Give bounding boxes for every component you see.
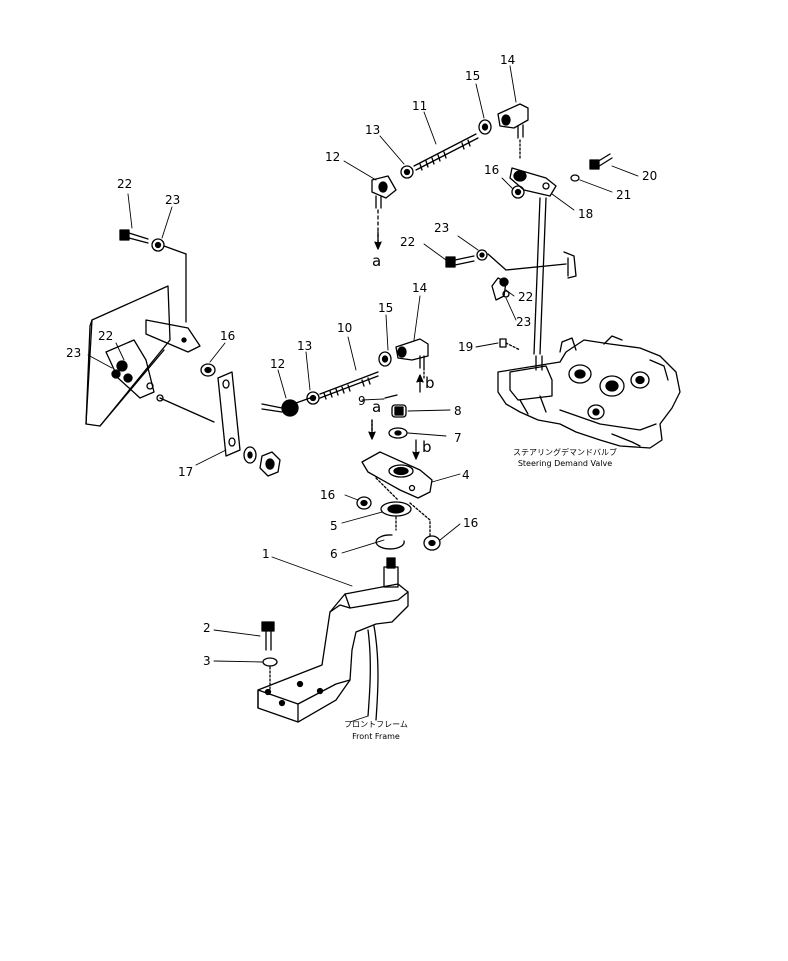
callout-22-center: 22 bbox=[400, 235, 416, 249]
nut-part-15-lower bbox=[378, 351, 392, 367]
callout-3: 3 bbox=[203, 654, 211, 668]
washer-part-23-center bbox=[476, 249, 488, 261]
callout-19: 19 bbox=[458, 340, 474, 354]
hex-nut-part bbox=[259, 451, 281, 477]
callout-23-upper-left: 23 bbox=[165, 193, 181, 207]
nut-part-16-b bbox=[423, 535, 441, 551]
marker-b-lower: b bbox=[422, 438, 432, 456]
callout-23-left: 23 bbox=[66, 346, 82, 360]
collar-part bbox=[243, 446, 257, 464]
callout-22-upper-left: 22 bbox=[117, 177, 133, 191]
valve-caption-jp: ステアリングデマンドバルブ bbox=[513, 448, 617, 457]
arrow-b-lower bbox=[412, 439, 420, 460]
nut-part-13-lower bbox=[306, 391, 320, 405]
frame-caption-jp: フロントフレーム bbox=[344, 720, 408, 729]
callout-14-upper: 14 bbox=[500, 53, 516, 67]
bolt-part-2 bbox=[261, 621, 275, 651]
rod-part-10-lower bbox=[319, 371, 379, 400]
callout-15-upper: 15 bbox=[465, 69, 481, 83]
snap-ring-part-6 bbox=[375, 534, 405, 550]
callout-22-right: 22 bbox=[518, 290, 534, 304]
plug-part-19 bbox=[499, 338, 521, 351]
lever-part-18 bbox=[509, 167, 557, 197]
ball-joint-part-14-lower bbox=[395, 338, 429, 369]
callout-16-mid: 16 bbox=[320, 488, 336, 502]
lever-part-17 bbox=[217, 371, 241, 457]
nut-part-13-upper bbox=[400, 165, 414, 179]
arrow-a-lower bbox=[368, 419, 376, 440]
washer-part-21 bbox=[570, 174, 580, 182]
bolt-part-20 bbox=[589, 153, 613, 170]
callout-12-upper: 12 bbox=[325, 150, 341, 164]
washer-part-3 bbox=[262, 657, 278, 667]
arrow-a-upper bbox=[374, 231, 382, 250]
callout-5: 5 bbox=[330, 519, 338, 533]
nut-part-16-d bbox=[511, 185, 525, 199]
rod-part-11-upper bbox=[413, 133, 479, 171]
callout-12-lower: 12 bbox=[270, 357, 286, 371]
pedal-plate bbox=[85, 285, 171, 427]
frame-caption-en: Front Frame bbox=[352, 732, 400, 741]
pin-part-9 bbox=[384, 394, 398, 399]
washer-part-7 bbox=[388, 427, 408, 439]
pedal-arm bbox=[145, 319, 201, 353]
callout-17: 17 bbox=[178, 465, 194, 479]
marker-b-upper: b bbox=[425, 374, 435, 392]
callout-13-lower: 13 bbox=[297, 339, 313, 353]
bolt-part-22-center bbox=[445, 255, 475, 268]
callout-18: 18 bbox=[578, 207, 594, 221]
pedal-bracket bbox=[105, 339, 164, 402]
front-frame-bracket bbox=[257, 583, 409, 723]
callout-1: 1 bbox=[262, 547, 270, 561]
bracket-pin bbox=[383, 557, 399, 588]
arrow-b-upper bbox=[416, 374, 424, 393]
bearing-part-5 bbox=[380, 501, 412, 517]
nut-part-16-a bbox=[356, 496, 372, 510]
callout-10: 10 bbox=[337, 321, 353, 335]
steering-demand-valve bbox=[497, 335, 681, 449]
ball-joint-part-14-upper bbox=[497, 103, 529, 139]
marker-a-lower: a bbox=[372, 398, 382, 416]
callout-13-upper: 13 bbox=[365, 123, 381, 137]
leader-lines bbox=[87, 65, 639, 723]
callout-16-left: 16 bbox=[220, 329, 236, 343]
callout-15-lower: 15 bbox=[378, 301, 394, 315]
callout-16-right: 16 bbox=[463, 516, 479, 530]
callout-22-left: 22 bbox=[98, 329, 114, 343]
callout-23-center: 23 bbox=[434, 221, 450, 235]
clip-bracket bbox=[563, 251, 577, 279]
callout-8: 8 bbox=[454, 404, 462, 418]
marker-a-upper: a bbox=[372, 252, 382, 270]
callout-20: 20 bbox=[642, 169, 658, 183]
ball-joint-part-12-upper bbox=[371, 175, 397, 209]
callout-11: 11 bbox=[412, 99, 428, 113]
callout-16-upper: 16 bbox=[484, 163, 500, 177]
callout-14-lower: 14 bbox=[412, 281, 428, 295]
nut-part-15-upper bbox=[478, 119, 492, 135]
callout-2: 2 bbox=[203, 621, 211, 635]
callout-9: 9 bbox=[358, 394, 366, 408]
callout-7: 7 bbox=[454, 431, 462, 445]
valve-caption-en: Steering Demand Valve bbox=[517, 459, 613, 468]
callout-6: 6 bbox=[330, 547, 338, 561]
callout-23-right: 23 bbox=[516, 315, 532, 329]
bracket-plate-part-4 bbox=[361, 451, 433, 499]
nut-part-8 bbox=[391, 404, 407, 418]
nut-part-16-c bbox=[200, 363, 216, 377]
ball-joint-part-12-lower bbox=[261, 397, 311, 417]
bracket-22-23-right bbox=[491, 277, 510, 301]
washer-part-23-upper-left bbox=[151, 238, 165, 252]
callout-4: 4 bbox=[462, 468, 470, 482]
bolt-part-22-upper-left bbox=[119, 229, 149, 244]
callout-21: 21 bbox=[616, 188, 632, 202]
